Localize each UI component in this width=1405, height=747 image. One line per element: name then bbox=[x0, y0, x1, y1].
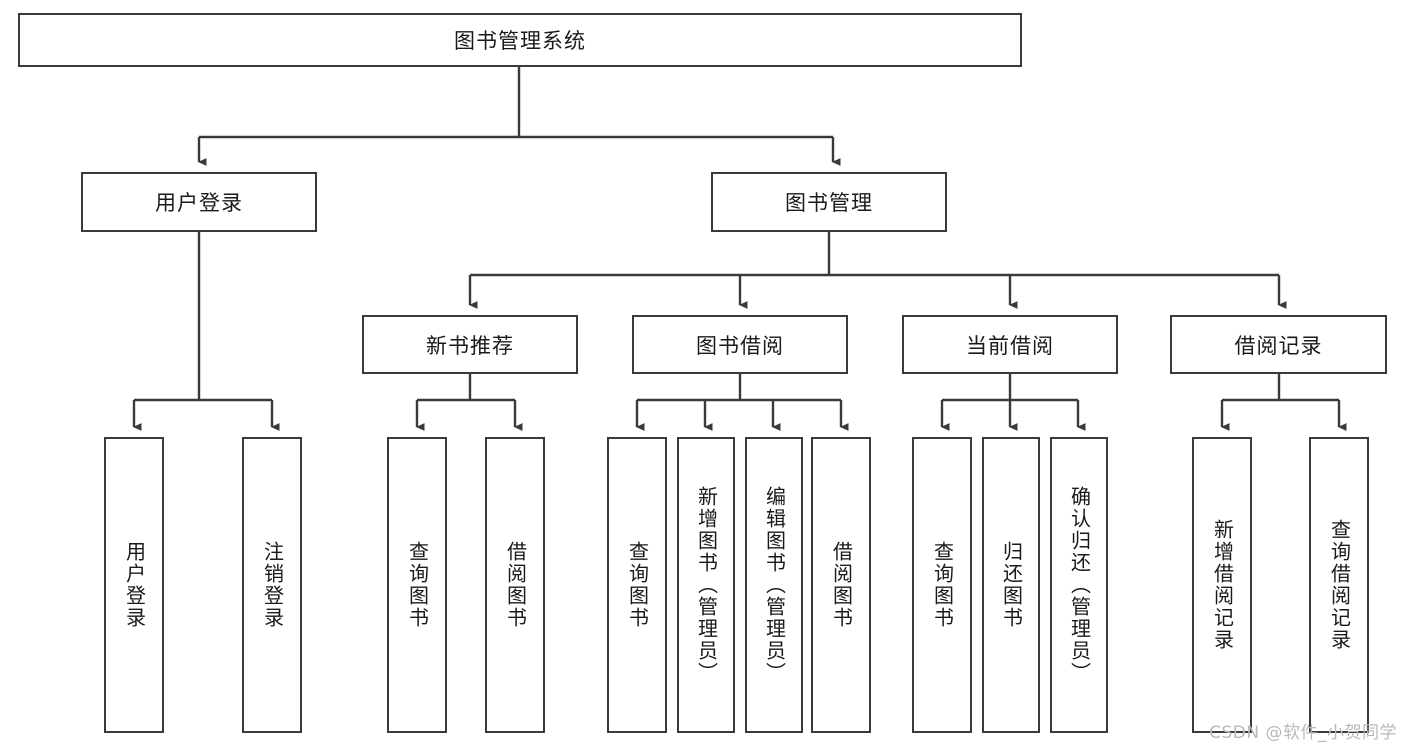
node-label: 图书管理系统 bbox=[454, 29, 586, 53]
node-borrow-records[interactable]: 借阅记录 bbox=[1170, 315, 1387, 374]
leaf-query-books-current[interactable]: 查询图书 bbox=[912, 437, 972, 733]
leaf-confirm-return-admin[interactable]: 确认归还（管理员） bbox=[1050, 437, 1108, 733]
node-new-book-recommend[interactable]: 新书推荐 bbox=[362, 315, 578, 374]
node-label: 图书管理 bbox=[785, 191, 873, 215]
node-label: 新增图书（管理员） bbox=[694, 486, 719, 684]
node-user-login[interactable]: 用户登录 bbox=[81, 172, 317, 232]
node-label: 查询图书 bbox=[405, 541, 430, 629]
node-current-borrow[interactable]: 当前借阅 bbox=[902, 315, 1118, 374]
leaf-borrow-books-recommend[interactable]: 借阅图书 bbox=[485, 437, 545, 733]
node-label: 用户登录 bbox=[122, 541, 147, 629]
leaf-logout[interactable]: 注销登录 bbox=[242, 437, 302, 733]
node-label: 确认归还（管理员） bbox=[1067, 486, 1092, 684]
node-label: 新增借阅记录 bbox=[1210, 519, 1235, 651]
node-root-library-system[interactable]: 图书管理系统 bbox=[18, 13, 1022, 67]
node-book-management[interactable]: 图书管理 bbox=[711, 172, 947, 232]
node-label: 归还图书 bbox=[999, 541, 1024, 629]
node-label: 借阅图书 bbox=[503, 541, 528, 629]
node-label: 查询图书 bbox=[930, 541, 955, 629]
node-label: 当前借阅 bbox=[966, 333, 1054, 358]
node-label: 借阅记录 bbox=[1234, 333, 1323, 358]
leaf-borrow-books[interactable]: 借阅图书 bbox=[811, 437, 871, 733]
leaf-query-books-borrow[interactable]: 查询图书 bbox=[607, 437, 667, 733]
leaf-add-borrow-record[interactable]: 新增借阅记录 bbox=[1192, 437, 1252, 733]
leaf-query-books-recommend[interactable]: 查询图书 bbox=[387, 437, 447, 733]
node-label: 查询图书 bbox=[625, 541, 650, 629]
node-label: 注销登录 bbox=[260, 541, 285, 629]
node-label: 图书借阅 bbox=[696, 333, 784, 358]
node-label: 查询借阅记录 bbox=[1327, 519, 1352, 651]
node-label: 借阅图书 bbox=[829, 541, 854, 629]
leaf-return-books[interactable]: 归还图书 bbox=[982, 437, 1040, 733]
node-label: 新书推荐 bbox=[426, 333, 514, 358]
leaf-edit-book-admin[interactable]: 编辑图书（管理员） bbox=[745, 437, 803, 733]
node-book-borrow[interactable]: 图书借阅 bbox=[632, 315, 848, 374]
leaf-add-book-admin[interactable]: 新增图书（管理员） bbox=[677, 437, 735, 733]
node-label: 编辑图书（管理员） bbox=[762, 486, 787, 684]
leaf-user-login[interactable]: 用户登录 bbox=[104, 437, 164, 733]
leaf-query-borrow-record[interactable]: 查询借阅记录 bbox=[1309, 437, 1369, 733]
node-label: 用户登录 bbox=[155, 191, 243, 215]
csdn-watermark: CSDN @软件_小贺同学 bbox=[1209, 723, 1397, 743]
